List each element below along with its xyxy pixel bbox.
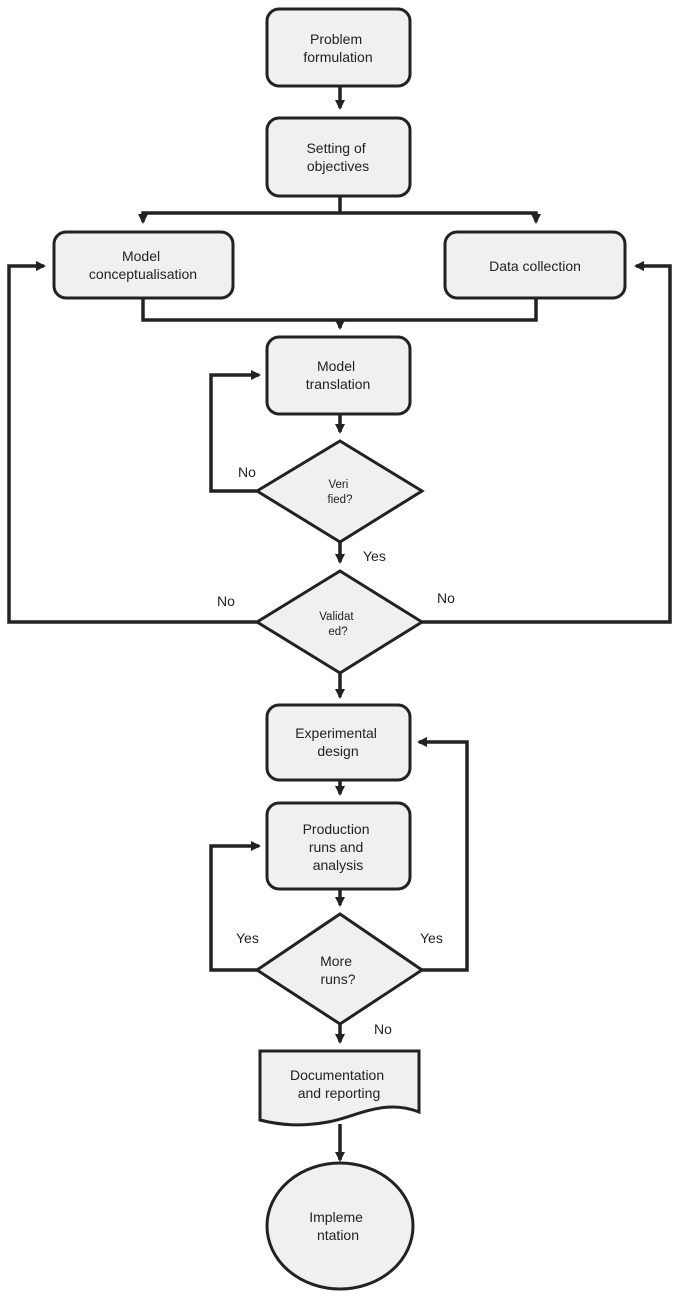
label-verified-yes: Yes bbox=[363, 548, 386, 564]
process-box bbox=[265, 703, 412, 782]
edge-objectives-to-conceptualisation bbox=[138, 211, 340, 224]
label-more-runs-yes-left: Yes bbox=[236, 930, 259, 946]
edge-more-runs-yes-left bbox=[209, 841, 261, 972]
edge-verified-no-loop bbox=[209, 370, 261, 493]
node-label: Validat ed? bbox=[319, 611, 357, 638]
node-label: Model translation bbox=[306, 358, 371, 392]
node-label: Impleme ntation bbox=[309, 1209, 367, 1243]
node-label: Experimental design bbox=[295, 725, 381, 759]
edge-objectives-to-data-collection bbox=[340, 211, 541, 224]
label-verified-no: No bbox=[238, 464, 256, 480]
node-setting-of-objectives: Setting of objectives bbox=[265, 116, 412, 198]
process-box bbox=[443, 230, 627, 300]
node-label: Data collection bbox=[489, 258, 581, 274]
process-box bbox=[265, 116, 412, 198]
node-label: Model conceptualisation bbox=[89, 248, 197, 282]
edge-merge-to-translation bbox=[141, 298, 538, 328]
node-label: Setting of objectives bbox=[306, 140, 369, 174]
node-label: More runs? bbox=[320, 953, 356, 987]
label-validated-no-right: No bbox=[437, 590, 455, 606]
node-label: Veri fied? bbox=[328, 479, 353, 506]
node-label: Problem formulation bbox=[303, 31, 372, 65]
node-data-collection: Data collection bbox=[443, 230, 627, 300]
edge-more-runs-yes-right bbox=[417, 737, 469, 972]
node-label: Production runs and analysis bbox=[303, 821, 374, 873]
node-more-runs-decision: More runs? bbox=[254, 912, 425, 1026]
edge-labels: No Yes No No Yes Yes No bbox=[217, 464, 455, 1037]
terminal-circle bbox=[265, 1161, 415, 1291]
decision-diamond bbox=[254, 439, 425, 544]
node-verified-decision: Veri fied? bbox=[254, 439, 425, 544]
process-box bbox=[52, 230, 235, 300]
node-model-translation: Model translation bbox=[265, 335, 412, 416]
document-shape bbox=[258, 1049, 421, 1127]
node-problem-formulation: Problem formulation bbox=[265, 7, 412, 88]
label-more-runs-no: No bbox=[374, 1021, 392, 1037]
node-label: Documentation and reporting bbox=[290, 1067, 388, 1101]
edges bbox=[7, 86, 672, 1162]
edge-validated-no-left bbox=[7, 261, 257, 624]
node-documentation: Documentation and reporting bbox=[258, 1049, 421, 1127]
node-production-runs: Production runs and analysis bbox=[265, 801, 412, 891]
node-experimental-design: Experimental design bbox=[265, 703, 412, 782]
process-box bbox=[265, 335, 412, 416]
node-model-conceptualisation: Model conceptualisation bbox=[52, 230, 235, 300]
decision-diamond bbox=[254, 912, 425, 1026]
process-box bbox=[265, 7, 412, 88]
decision-diamond bbox=[254, 569, 425, 675]
label-validated-no-left: No bbox=[217, 593, 235, 609]
node-implementation: Impleme ntation bbox=[265, 1161, 415, 1291]
label-more-runs-yes-right: Yes bbox=[420, 930, 443, 946]
edge-validated-no-right bbox=[422, 261, 672, 624]
process-box bbox=[265, 801, 412, 891]
node-validated-decision: Validat ed? bbox=[254, 569, 425, 675]
